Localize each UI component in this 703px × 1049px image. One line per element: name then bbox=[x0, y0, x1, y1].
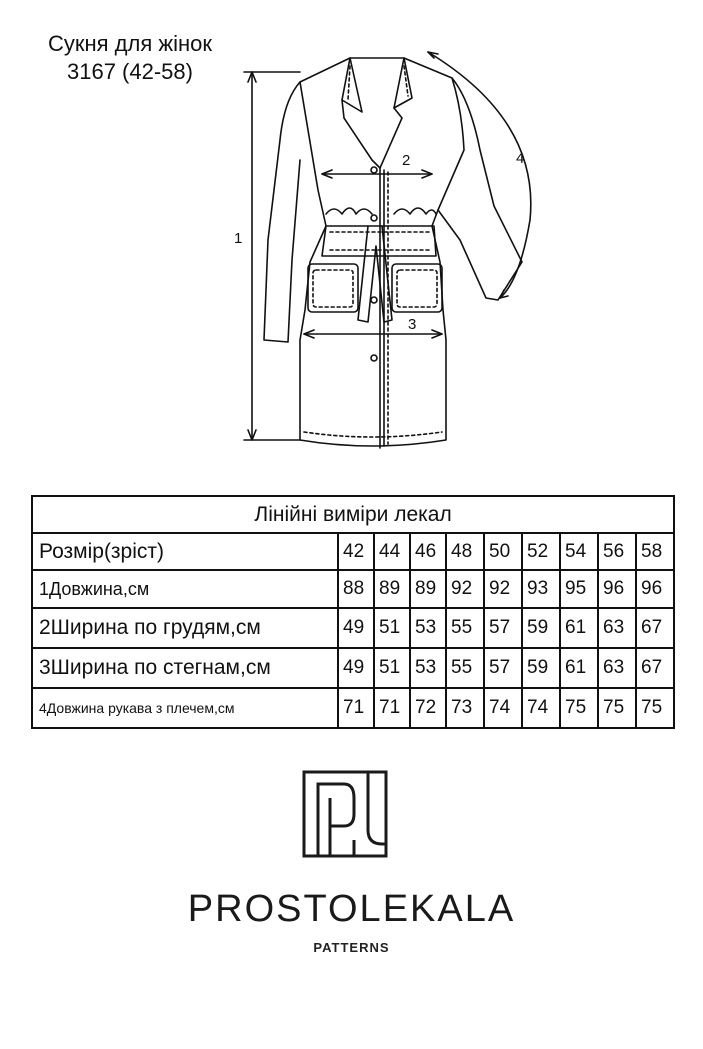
size-header-label: Розмір(зріст) bbox=[31, 532, 339, 571]
value-cell: 63 bbox=[597, 607, 637, 649]
value-cell: 71 bbox=[337, 687, 375, 729]
brand-logo-mark bbox=[302, 770, 388, 858]
value-cell: 61 bbox=[559, 647, 599, 689]
lapel-left bbox=[341, 99, 381, 169]
waist-gathers bbox=[325, 207, 437, 215]
value-cell: 95 bbox=[559, 569, 599, 609]
value-cell: 92 bbox=[483, 569, 523, 609]
value-cell: 89 bbox=[409, 569, 447, 609]
brand-tagline: PATTERNS bbox=[313, 940, 390, 955]
dimension-1 bbox=[243, 71, 301, 441]
belt bbox=[321, 225, 437, 257]
value-cell: 71 bbox=[373, 687, 411, 729]
lapel-right bbox=[379, 107, 403, 169]
value-cell: 75 bbox=[559, 687, 599, 729]
size-cell: 46 bbox=[409, 532, 447, 571]
dimension-label-3: 3 bbox=[408, 316, 417, 333]
value-cell: 53 bbox=[409, 607, 447, 649]
value-cell: 55 bbox=[445, 647, 485, 689]
size-cell: 58 bbox=[634, 532, 676, 571]
table-row: 1Довжина,см 88 89 89 92 92 93 95 96 96 bbox=[31, 569, 676, 609]
value-cell: 51 bbox=[373, 607, 411, 649]
value-cell: 96 bbox=[634, 569, 676, 609]
dimension-label-2: 2 bbox=[402, 152, 411, 169]
value-cell: 55 bbox=[445, 607, 485, 649]
row-label: 2Ширина по грудям,см bbox=[31, 607, 339, 649]
row-label: 4Довжина рукава з плечем,см bbox=[31, 687, 339, 729]
value-cell: 93 bbox=[521, 569, 561, 609]
value-cell: 67 bbox=[634, 647, 676, 689]
value-cell: 96 bbox=[597, 569, 637, 609]
value-cell: 51 bbox=[373, 647, 411, 689]
brand-name: PROSTOLEKALA bbox=[187, 888, 516, 930]
dimension-label-1: 1 bbox=[234, 230, 243, 247]
value-cell: 75 bbox=[634, 687, 676, 729]
value-cell: 49 bbox=[337, 647, 375, 689]
measurements-table: Лінійні виміри лекал Розмір(зріст) 42 44… bbox=[30, 495, 676, 729]
left-sleeve bbox=[263, 81, 301, 343]
button bbox=[370, 214, 378, 222]
value-cell: 75 bbox=[597, 687, 637, 729]
value-cell: 67 bbox=[634, 607, 676, 649]
size-cell: 52 bbox=[521, 532, 561, 571]
value-cell: 74 bbox=[521, 687, 561, 729]
placket bbox=[379, 167, 385, 449]
dress-outline bbox=[299, 57, 465, 447]
size-cell: 44 bbox=[373, 532, 411, 571]
size-cell: 48 bbox=[445, 532, 485, 571]
collar-right bbox=[393, 57, 413, 109]
right-sleeve bbox=[437, 77, 523, 301]
value-cell: 59 bbox=[521, 647, 561, 689]
button bbox=[370, 296, 378, 304]
row-label: 1Довжина,см bbox=[31, 569, 339, 609]
value-cell: 72 bbox=[409, 687, 447, 729]
size-cell: 54 bbox=[559, 532, 599, 571]
value-cell: 63 bbox=[597, 647, 637, 689]
value-cell: 74 bbox=[483, 687, 523, 729]
value-cell: 73 bbox=[445, 687, 485, 729]
value-cell: 53 bbox=[409, 647, 447, 689]
dress-technical-sketch bbox=[243, 51, 532, 449]
value-cell: 49 bbox=[337, 607, 375, 649]
button bbox=[370, 354, 378, 362]
value-cell: 88 bbox=[337, 569, 375, 609]
belt-tie bbox=[357, 225, 393, 323]
dimension-4 bbox=[427, 51, 532, 299]
value-cell: 61 bbox=[559, 607, 599, 649]
value-cell: 89 bbox=[373, 569, 411, 609]
table-caption: Лінійні виміри лекал bbox=[30, 495, 676, 534]
size-cell: 56 bbox=[597, 532, 637, 571]
pocket-right bbox=[391, 263, 443, 313]
size-cell: 42 bbox=[337, 532, 375, 571]
table-row: 4Довжина рукава з плечем,см 71 71 72 73 … bbox=[31, 687, 676, 729]
pocket-left bbox=[307, 263, 359, 313]
row-label: 3Ширина по стегнам,см bbox=[31, 647, 339, 689]
product-code: 3167 (42-58) bbox=[67, 59, 193, 84]
table-row: 3Ширина по стегнам,см 49 51 53 55 57 59 … bbox=[31, 647, 676, 689]
value-cell: 59 bbox=[521, 607, 561, 649]
dimension-label-4: 4 bbox=[516, 150, 525, 167]
product-title: Сукня для жінок 3167 (42-58) bbox=[18, 30, 242, 86]
button bbox=[370, 166, 378, 174]
product-name: Сукня для жінок bbox=[47, 31, 212, 56]
collar bbox=[341, 57, 363, 113]
table-row: 2Ширина по грудям,см 49 51 53 55 57 59 6… bbox=[31, 607, 676, 649]
value-cell: 57 bbox=[483, 607, 523, 649]
value-cell: 57 bbox=[483, 647, 523, 689]
size-cell: 50 bbox=[483, 532, 523, 571]
value-cell: 92 bbox=[445, 569, 485, 609]
